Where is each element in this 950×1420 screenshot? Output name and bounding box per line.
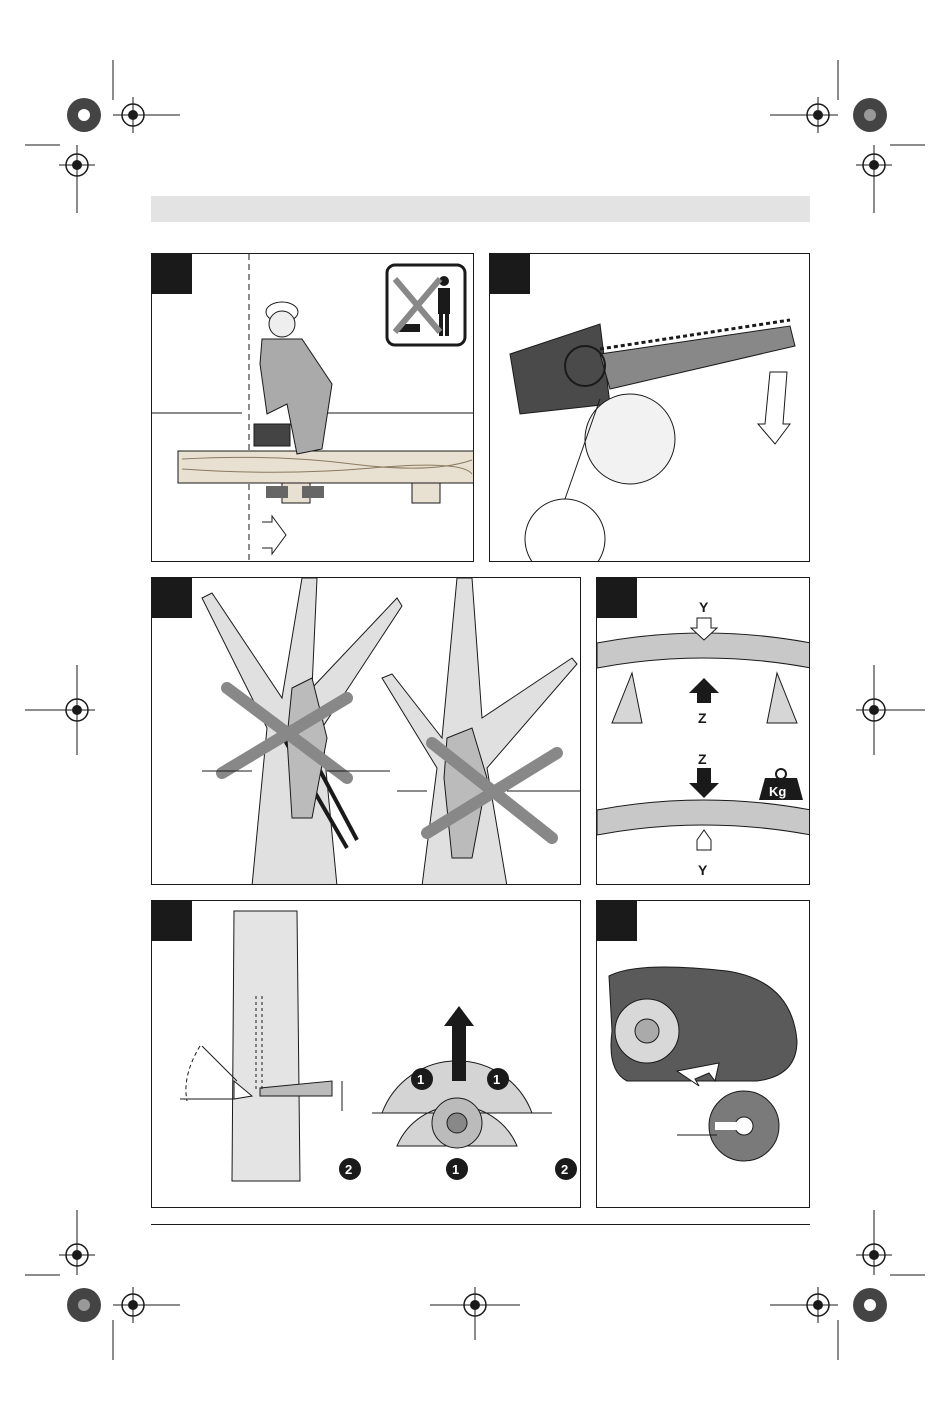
footer-rule	[151, 1224, 810, 1225]
weight-label: Kg	[769, 784, 786, 799]
label-z-bottom: Z	[698, 751, 707, 767]
figure-log-cutting	[151, 253, 474, 562]
weight-icon: Kg	[759, 769, 803, 800]
figure-no-ladder-no-climbing	[151, 577, 581, 885]
label-z-top: Z	[698, 710, 707, 726]
label-y-top: Y	[699, 599, 709, 615]
zone-label-2-left: 2	[345, 1162, 352, 1177]
tension-compression-illustration: Y Z Z Kg Y	[597, 578, 810, 885]
ladder-climbing-illustration	[152, 578, 581, 885]
zone-label-2-right: 2	[561, 1162, 568, 1177]
no-bystanders-icon	[387, 265, 465, 345]
header-band	[151, 196, 810, 222]
log-cutting-illustration	[152, 254, 474, 562]
zone-label-1-right: 1	[493, 1072, 500, 1087]
chain-brake-illustration	[490, 254, 810, 562]
figure-sprocket-cover	[596, 900, 810, 1208]
figure-tension-compression: Y Z Z Kg Y	[596, 577, 810, 885]
label-y-bottom: Y	[698, 862, 708, 878]
figure-chain-brake	[489, 253, 810, 562]
figure-felling-notch: 1 1 1 2 2	[151, 900, 581, 1208]
direction-arrow-icon	[262, 516, 286, 554]
sprocket-cover-illustration	[597, 901, 810, 1208]
zone-label-1-left: 1	[417, 1072, 424, 1087]
felling-notch-illustration: 1 1 1 2 2	[152, 901, 581, 1208]
zone-label-1-bottom: 1	[452, 1162, 459, 1177]
